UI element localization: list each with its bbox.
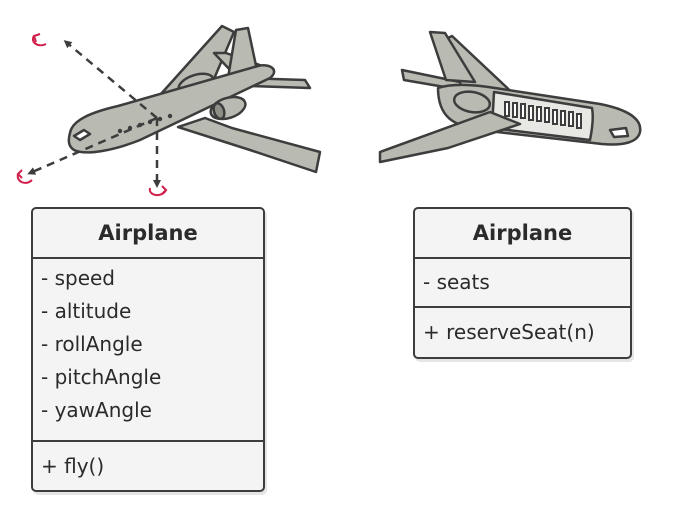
- seat-rows: [504, 101, 582, 129]
- class-name: Airplane: [415, 209, 630, 259]
- airplane-illustrations: [16, 24, 642, 196]
- airplane-class-box-flight: Airplane - speed - altitude - rollAngle …: [31, 207, 265, 492]
- airplane-flight-axes-icon: [67, 24, 322, 174]
- airplane-class-box-booking: Airplane - seats + reserveSeat(n): [413, 207, 632, 359]
- airplane-cutaway-seats-icon: [378, 30, 642, 164]
- attribute-roll-angle: - rollAngle: [41, 332, 143, 356]
- attribute-speed: - speed: [41, 266, 115, 290]
- class-name: Airplane: [33, 209, 263, 259]
- attribute-seats: - seats: [423, 270, 490, 294]
- attributes-section: - seats: [415, 259, 630, 306]
- rotation-arrow-icons: [16, 33, 168, 196]
- attributes-section: - speed - altitude - rollAngle - pitchAn…: [33, 259, 263, 440]
- operations-section: + fly(): [33, 440, 263, 490]
- attribute-altitude: - altitude: [41, 299, 132, 323]
- operation-fly: + fly(): [41, 453, 105, 478]
- operations-section: + reserveSeat(n): [415, 306, 630, 357]
- operation-reserve-seat: + reserveSeat(n): [423, 320, 595, 344]
- attribute-pitch-angle: - pitchAngle: [41, 365, 162, 389]
- attribute-yaw-angle: - yawAngle: [41, 398, 152, 422]
- axis-lines: [27, 40, 161, 188]
